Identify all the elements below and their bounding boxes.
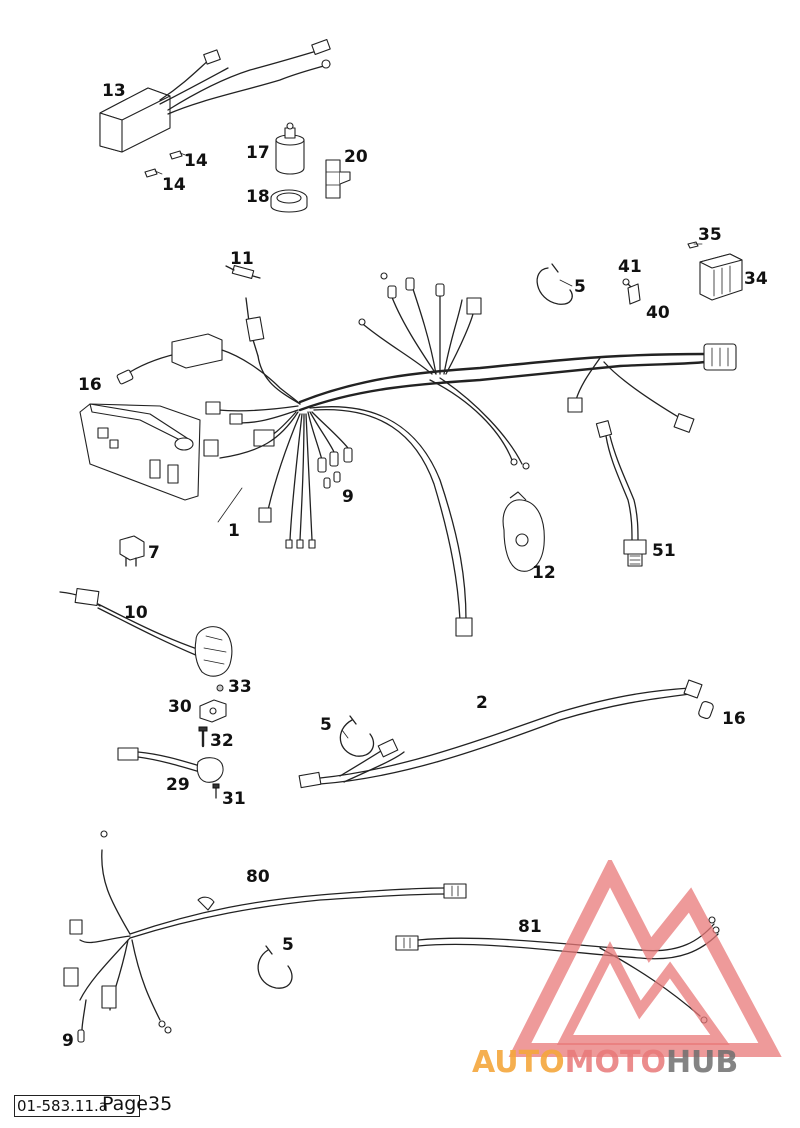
main-harness-1	[79, 272, 737, 637]
callout-13: 13	[102, 81, 126, 101]
bulb-16b	[698, 701, 714, 719]
callout-10: 10	[124, 603, 148, 623]
callout-11: 11	[230, 249, 254, 269]
page-number: Page35	[102, 1093, 173, 1115]
cable-tie-5b	[339, 715, 375, 757]
callout-9b: 9	[62, 1031, 74, 1051]
callout-14a: 14	[184, 151, 208, 171]
callout-35: 35	[698, 225, 722, 245]
callout-80: 80	[246, 867, 270, 887]
callout-5c: 5	[282, 935, 294, 955]
watermark-part-3: HUB	[665, 1045, 739, 1080]
screw-35	[687, 241, 699, 249]
callout-7: 7	[148, 543, 160, 563]
unit-34	[699, 253, 743, 301]
fuse-11	[225, 264, 261, 280]
clip-40	[627, 283, 641, 305]
cable-tie-5c	[257, 945, 293, 989]
harness-2	[298, 679, 714, 789]
sensor-51	[595, 420, 647, 567]
callout-14b: 14	[162, 175, 186, 195]
bracket-30	[199, 699, 227, 723]
screw-31	[212, 783, 220, 799]
control-unit-13	[99, 39, 331, 178]
callout-51: 51	[652, 541, 676, 561]
switch-10	[59, 587, 233, 677]
leader-lines	[217, 243, 703, 739]
callout-29: 29	[166, 775, 190, 795]
callout-16a: 16	[78, 375, 102, 395]
callout-34: 34	[744, 269, 768, 289]
screw-32	[198, 726, 208, 748]
watermark-text: AUTOMOTOHUB	[472, 1043, 794, 1083]
watermark-logo-icon	[508, 860, 782, 1057]
callout-40: 40	[646, 303, 670, 323]
relay-7	[119, 535, 145, 567]
screw-14b	[144, 168, 163, 178]
watermark-part-1: AUTO	[472, 1045, 565, 1080]
callout-20: 20	[344, 147, 368, 167]
cable-tie-5a	[536, 263, 573, 305]
callout-17: 17	[246, 143, 270, 163]
bracket-20	[325, 159, 351, 199]
callout-30: 30	[168, 697, 192, 717]
callout-16b: 16	[722, 709, 746, 729]
sensor-29	[117, 747, 224, 783]
callout-81: 81	[518, 917, 542, 937]
callout-12: 12	[532, 563, 556, 583]
nut-33	[216, 684, 224, 692]
horn-12	[502, 491, 545, 572]
callout-5b: 5	[320, 715, 332, 735]
harness-80	[63, 830, 467, 1043]
callout-9a: 9	[342, 487, 354, 507]
callout-2: 2	[476, 693, 488, 713]
clamp-ring-18	[270, 189, 308, 213]
callout-18: 18	[246, 187, 270, 207]
callout-labels: 13 14 14 17 18 20 35 34 41 40 11 5 16 9 …	[62, 81, 768, 1051]
callout-1: 1	[228, 521, 240, 541]
callout-32: 32	[210, 731, 234, 751]
footer-code: 01-583.11.a	[14, 1095, 140, 1117]
watermark-part-2: MOTO	[564, 1045, 666, 1080]
callout-41: 41	[618, 257, 642, 277]
callout-5a: 5	[574, 277, 586, 297]
screw-14a	[169, 150, 189, 160]
callout-33: 33	[228, 677, 252, 697]
callout-31: 31	[222, 789, 246, 809]
condenser-17	[275, 122, 305, 175]
